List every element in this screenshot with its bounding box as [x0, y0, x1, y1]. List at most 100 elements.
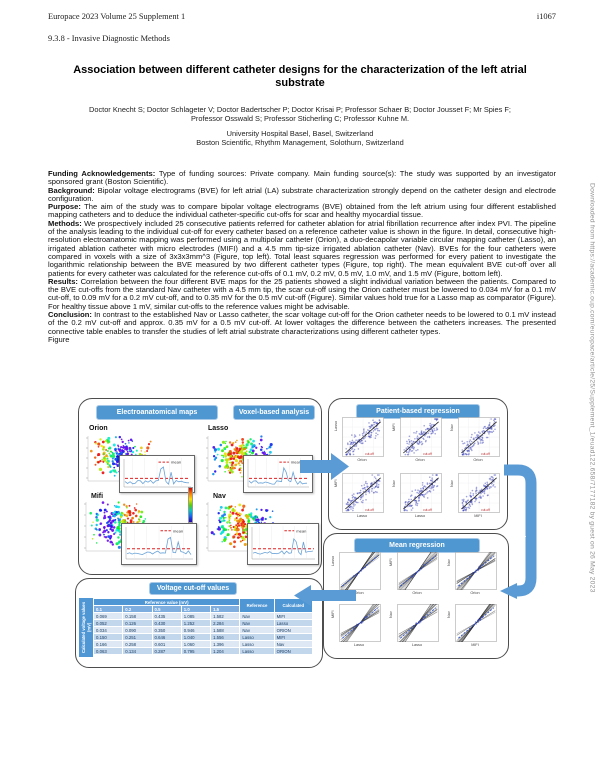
- x-axis-label: MIFI: [474, 514, 482, 518]
- cell: 0.946: [180, 626, 212, 634]
- header-mean-regression: Mean regression: [354, 538, 480, 553]
- figure: Electroanatomical maps Voxel-based analy…: [0, 395, 600, 680]
- scatter-canvas: cut-off: [342, 417, 384, 457]
- cell-reference: Lasso: [239, 633, 275, 641]
- section-methods: Methods: We prospectively included 25 co…: [48, 218, 556, 278]
- section-label: Conclusion:: [48, 310, 92, 320]
- authors-line-1: Doctor Knecht S; Doctor Schlageter V; Do…: [89, 105, 511, 114]
- authors-line-2: Professor Osswald S; Professor Sticherli…: [190, 114, 410, 124]
- cell: 0.430: [151, 619, 182, 627]
- section-label: Methods:: [48, 218, 82, 228]
- scatter-plot-lasso-orion: Lasso cut-off Orion: [334, 417, 387, 462]
- map-label-nav: Nav: [213, 493, 226, 500]
- cell: 1.060: [180, 640, 212, 648]
- x-axis-label: MIFI: [471, 643, 479, 647]
- voxel-inset-mifi: mean: [121, 523, 197, 565]
- cell: 0.166: [92, 640, 124, 648]
- figure-caption-word: Figure: [48, 335, 556, 344]
- cell-calculated: Lasso: [273, 619, 314, 627]
- y-axis-label: Nav: [389, 611, 393, 618]
- svg-text:cut-off: cut-off: [365, 452, 374, 456]
- scatter-plot-nav-orion: Nav cut-off Orion: [450, 417, 503, 462]
- session-header: 9.3.8 - Invasive Diagnostic Methods: [48, 34, 170, 43]
- x-axis-label: Lasso: [353, 643, 365, 647]
- cell-reference: Lasso: [239, 640, 275, 648]
- cell: 1.588: [210, 626, 241, 634]
- header-voxel-based-analysis: Voxel-based analysis: [233, 405, 315, 420]
- y-axis-label: Nav: [447, 611, 451, 618]
- section-text: Correlation between the four different B…: [48, 276, 556, 311]
- cell-reference: Nav: [239, 619, 275, 627]
- cell: 0.646: [151, 633, 182, 641]
- svg-text:cut-off: cut-off: [423, 452, 432, 456]
- cell: 0.795: [180, 647, 212, 655]
- scatter-canvas: cut-off: [458, 473, 500, 513]
- fan-canvas: [455, 543, 497, 599]
- section-funding: Funding Acknowledgements: Type of fundin…: [48, 169, 556, 187]
- voxel-inset-lasso: mean: [243, 455, 313, 493]
- x-axis-label: Orion: [473, 458, 483, 462]
- section-label: Results:: [48, 276, 78, 286]
- cell: 0.350: [151, 626, 182, 634]
- y-axis-label: Lasso: [334, 420, 338, 431]
- section-background: Background: Bipolar voltage electrograms…: [48, 186, 556, 204]
- scatter-canvas: cut-off: [342, 473, 384, 513]
- fan-canvas: [455, 595, 497, 651]
- svg-text:cut-off: cut-off: [481, 452, 490, 456]
- scatter-plot-nav-lasso: Nav cut-off Lasso: [392, 473, 445, 518]
- section-text: In contrast to the established Nav or La…: [48, 310, 556, 336]
- header-voltage-cutoff-values: Voltage cut-off values: [149, 582, 237, 595]
- cell: 2.284: [210, 619, 241, 627]
- panel-patient-based-regression: Patient-based regression Lasso cut-off O…: [328, 398, 508, 530]
- section-label: Purpose:: [48, 202, 81, 212]
- table-col-reference: Reference: [239, 598, 275, 613]
- cell: 0.069: [92, 612, 124, 620]
- section-conclusion: Conclusion: In contrast to the establish…: [48, 310, 556, 336]
- cell: 0.251: [122, 633, 153, 641]
- scatter-plot-nav-mifi: Nav cut-off MIFI: [450, 473, 503, 518]
- section-text: We prospectively included 25 consecutive…: [48, 218, 556, 278]
- map-label-orion: Orion: [89, 425, 108, 432]
- page-number: i1067: [536, 12, 556, 21]
- scatter-plot-mifi-orion: MIFI cut-off Orion: [392, 417, 445, 462]
- abstract-body: Funding Acknowledgements: Type of fundin…: [48, 169, 556, 344]
- panel-mean-regression: Mean regression Lasso Orion MIFI Orion N…: [323, 533, 509, 659]
- section-text: The aim of the study was to compare bipo…: [48, 202, 556, 220]
- journal-header: Europace 2023 Volume 25 Supplement 1: [48, 12, 186, 21]
- cell: 0.134: [122, 647, 153, 655]
- voltage-cutoff-table: Reference value (mV) Reference Calculate…: [92, 598, 314, 655]
- y-axis-label: MIFI: [389, 558, 393, 566]
- cell: 0.258: [122, 640, 153, 648]
- svg-text:cut-off: cut-off: [423, 508, 432, 512]
- affiliation-1: University Hospital Basel, Basel, Switze…: [226, 129, 374, 138]
- svg-text:mean: mean: [171, 460, 181, 465]
- y-axis-label: MIFI: [334, 479, 338, 487]
- cell-calculated: MIFI: [273, 612, 314, 620]
- affiliations: University Hospital Basel, Basel, Switze…: [60, 129, 540, 147]
- cell: 0.158: [122, 612, 153, 620]
- scatter-canvas: cut-off: [458, 417, 500, 457]
- map-label-mifi: Mifi: [91, 493, 104, 500]
- fan-plot-mifi-orion: MIFI Orion: [389, 542, 442, 600]
- cell: 0.601: [151, 640, 182, 648]
- x-axis-label: Orion: [354, 591, 364, 595]
- y-axis-label: Nav: [450, 424, 454, 431]
- cell-reference: Lasso: [239, 647, 275, 655]
- ref-value-header: 0.1: [92, 605, 124, 613]
- table-col-calculated: Calculated: [273, 598, 314, 613]
- cell: 1.204: [210, 647, 241, 655]
- y-axis-label: MIFI: [392, 423, 396, 431]
- section-purpose: Purpose: The aim of the study was to com…: [48, 202, 556, 220]
- fan-canvas: [397, 542, 439, 600]
- x-axis-label: Orion: [357, 458, 367, 462]
- fan-plot-nav-mifi: Nav MIFI: [447, 595, 500, 651]
- affiliation-2: Boston Scientific, Rhythm Management, So…: [196, 138, 404, 148]
- fan-plot-mifi-lasso: MIFI Lasso: [331, 595, 384, 651]
- band-label-25-patients: 25 patients: [520, 514, 527, 546]
- ref-value-header: 1.5: [210, 605, 241, 613]
- fan-canvas: [397, 594, 439, 652]
